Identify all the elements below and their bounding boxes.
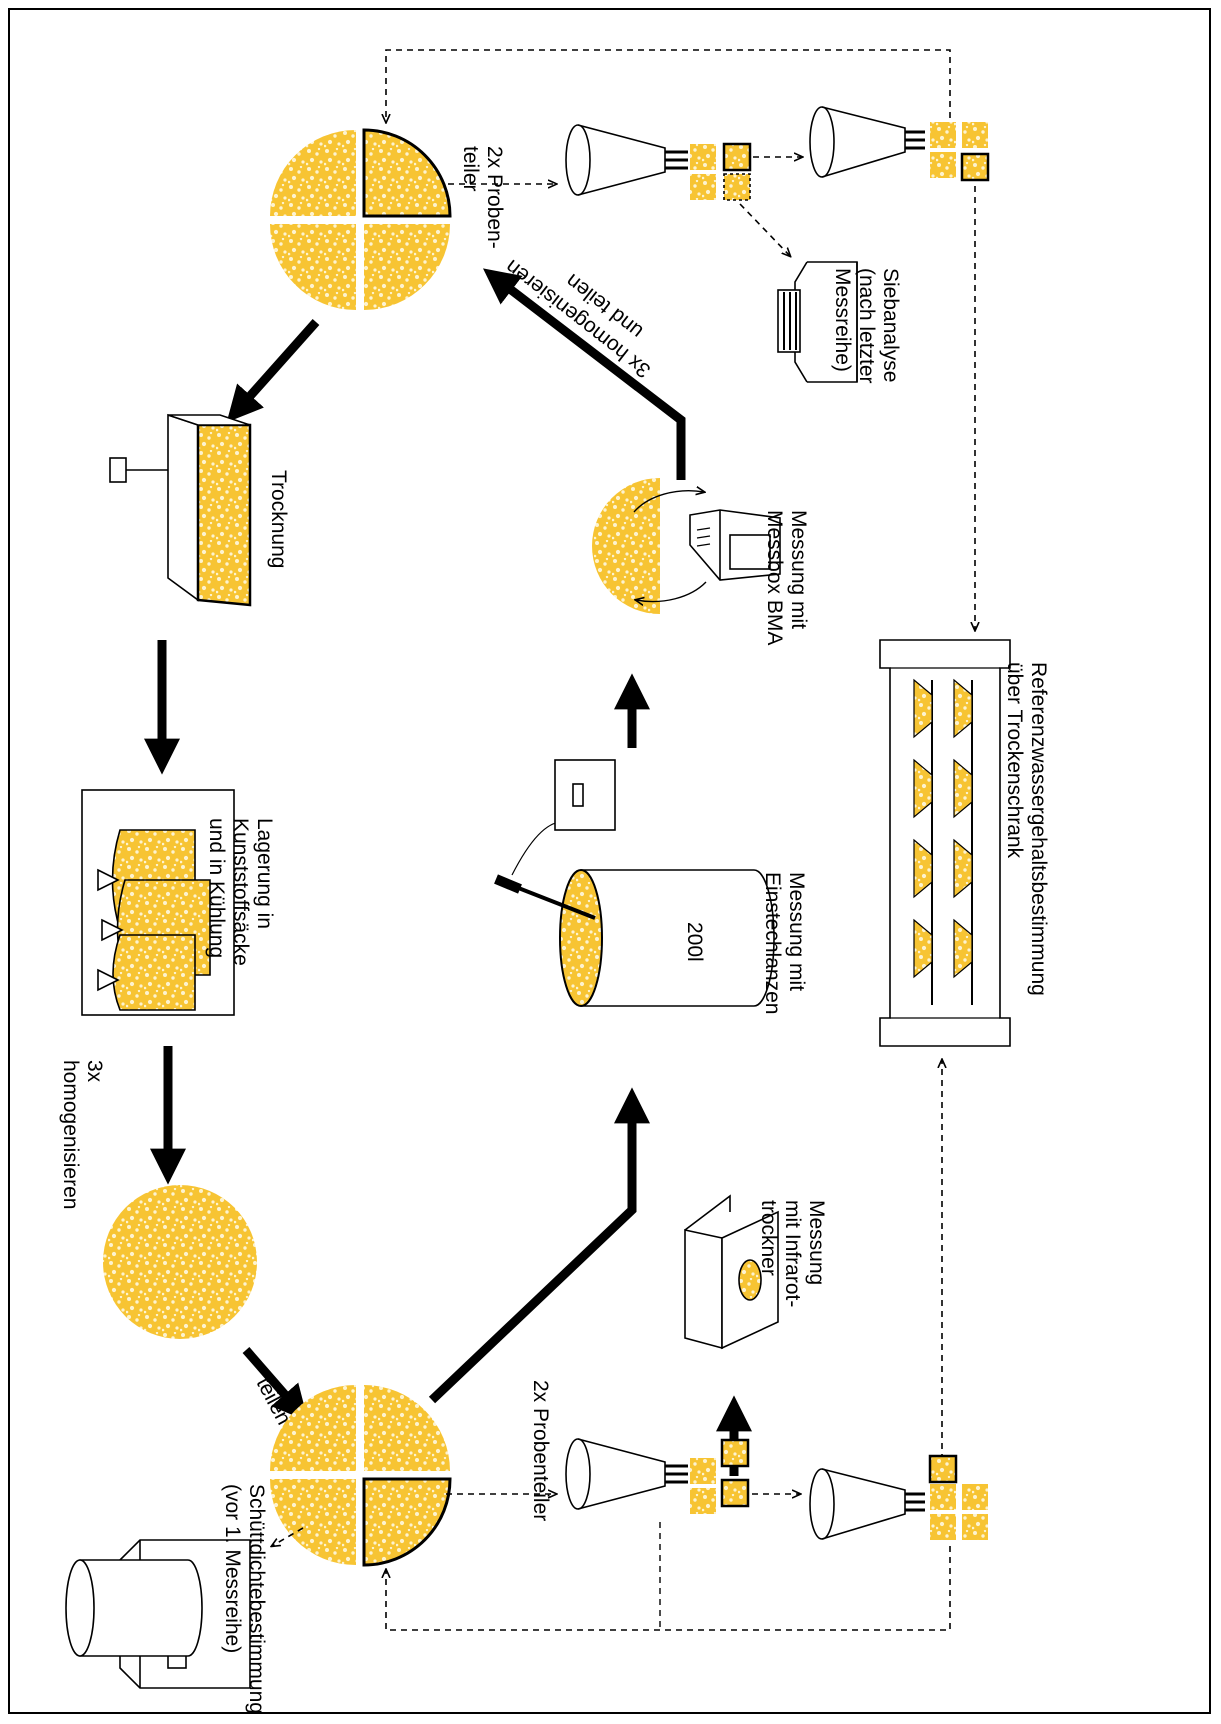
quartered-sample-icon — [270, 128, 452, 310]
sample-box-icon — [723, 173, 751, 201]
lagerung-label: Lagerung in Kunststoffsäcke und in Kühlu… — [205, 818, 276, 972]
sample-box-icon — [930, 1484, 956, 1510]
sample-box-icon — [928, 1454, 958, 1484]
sample-box-icon — [720, 1438, 750, 1468]
sample-box-icon — [690, 1458, 716, 1484]
probenteiler-bottom-label: 2x Probenteiler — [529, 1380, 552, 1521]
sample-box-icon — [930, 122, 956, 148]
diagram-frame — [8, 8, 1211, 1714]
measurement-box-icon — [592, 478, 781, 614]
drying-tray-icon — [109, 413, 252, 607]
scale-icon — [65, 1539, 251, 1689]
whole-sample-icon — [103, 1185, 257, 1339]
sample-box-icon — [930, 152, 956, 178]
oven-icon — [879, 639, 1011, 1047]
probe-lance-icon — [494, 759, 616, 920]
quartered-sample-icon — [270, 1385, 452, 1567]
barrel-icon — [559, 869, 775, 1007]
sample-box-icon — [690, 144, 716, 170]
trocknung-label: Trocknung — [267, 470, 290, 568]
funnel-icon — [809, 1468, 925, 1540]
sample-box-icon — [690, 174, 716, 200]
sample-box-icon — [930, 1514, 956, 1540]
funnel-icon — [565, 124, 688, 196]
homogenisieren-label: 3x homogenisieren — [59, 1060, 106, 1209]
messbox-bma-label: Messung mit Messbox BMA — [763, 510, 810, 645]
infrarot-label: Messung mit Infrarot- trockner — [757, 1200, 828, 1313]
sample-box-icon — [722, 142, 752, 172]
sample-box-icon — [720, 1478, 750, 1508]
storage-bags-icon — [81, 789, 235, 1016]
sample-box-icon — [962, 1514, 988, 1540]
sieve-icon — [777, 261, 858, 383]
sample-box-icon — [960, 152, 990, 182]
sample-box-icon — [962, 122, 988, 148]
infrared-dryer-icon — [684, 1194, 779, 1350]
referenz-label: Referenzwassergehaltsbestimmung über Tro… — [1003, 662, 1050, 1002]
einstechlanzen-label: Messung mit Einstechlanzen — [761, 872, 808, 1014]
funnel-icon — [565, 1438, 688, 1510]
sample-box-icon — [962, 1484, 988, 1510]
homogenisieren-teilen-label: 3x homogenisieren und teilen — [496, 231, 671, 382]
schuettdichte-label: Schüttdichtebestimmung (vor 1. Messreihe… — [221, 1484, 268, 1720]
probenteiler-top-label: 2x Proben- teiler — [459, 146, 506, 255]
funnel-icon — [809, 106, 925, 178]
siebanalyse-label: Siebanalyse (nach letzter Messreihe) — [831, 268, 902, 389]
fass-volume-label: 200l — [683, 922, 706, 962]
sample-box-icon — [690, 1488, 716, 1514]
